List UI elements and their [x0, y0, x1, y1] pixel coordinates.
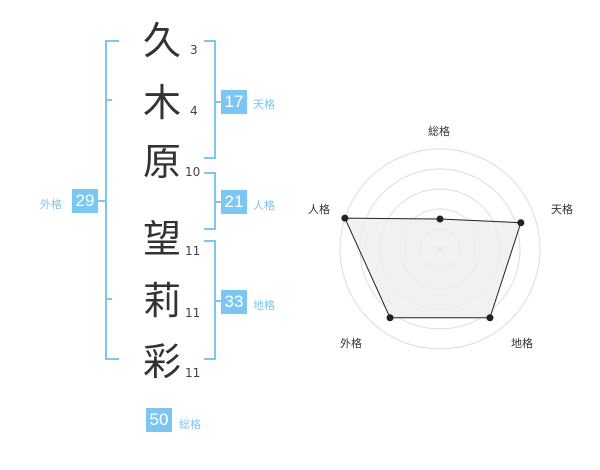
name-char-2: 木	[142, 81, 181, 125]
radar-point-2	[486, 314, 494, 322]
radar-label-tenkaku: 天格	[551, 203, 573, 216]
soukaku-label: 総格	[179, 418, 201, 431]
radar-point-3	[386, 314, 394, 322]
radar-label-soukaku: 総格	[428, 125, 450, 138]
stroke-count-2: 4	[190, 104, 198, 118]
name-char-5: 莉	[142, 279, 181, 323]
radar-point-1	[517, 219, 525, 227]
jinkaku-value-badge: 21	[221, 190, 247, 214]
radar-point-0	[436, 215, 444, 223]
soukaku-value-badge: 50	[146, 408, 172, 432]
name-char-1: 久	[142, 19, 181, 63]
tenkaku-value-badge: 17	[221, 90, 247, 114]
radar-label-chikaku: 地格	[511, 337, 533, 350]
jinkaku-label: 人格	[253, 199, 275, 212]
tenkaku-label: 天格	[253, 98, 275, 111]
stroke-count-5: 11	[185, 306, 201, 320]
stroke-count-4: 11	[185, 244, 201, 258]
radar-label-jinkaku: 人格	[308, 203, 330, 216]
stroke-count-6: 11	[185, 366, 201, 380]
chikaku-value-badge: 33	[221, 290, 247, 314]
radar-grid-ring	[339, 148, 541, 350]
gaikaku-label: 外格	[40, 198, 62, 211]
radar-polygon	[344, 217, 522, 319]
radar-label-gaikaku: 外格	[340, 337, 362, 350]
radar-point-4	[341, 214, 349, 222]
gaikaku-value-badge: 29	[72, 189, 98, 213]
stroke-count-1: 3	[190, 43, 198, 57]
name-char-3: 原	[142, 140, 181, 184]
name-char-4: 望	[142, 217, 181, 261]
stroke-count-3: 10	[185, 165, 201, 179]
chikaku-label: 地格	[253, 299, 275, 312]
name-char-6: 彩	[142, 340, 181, 384]
